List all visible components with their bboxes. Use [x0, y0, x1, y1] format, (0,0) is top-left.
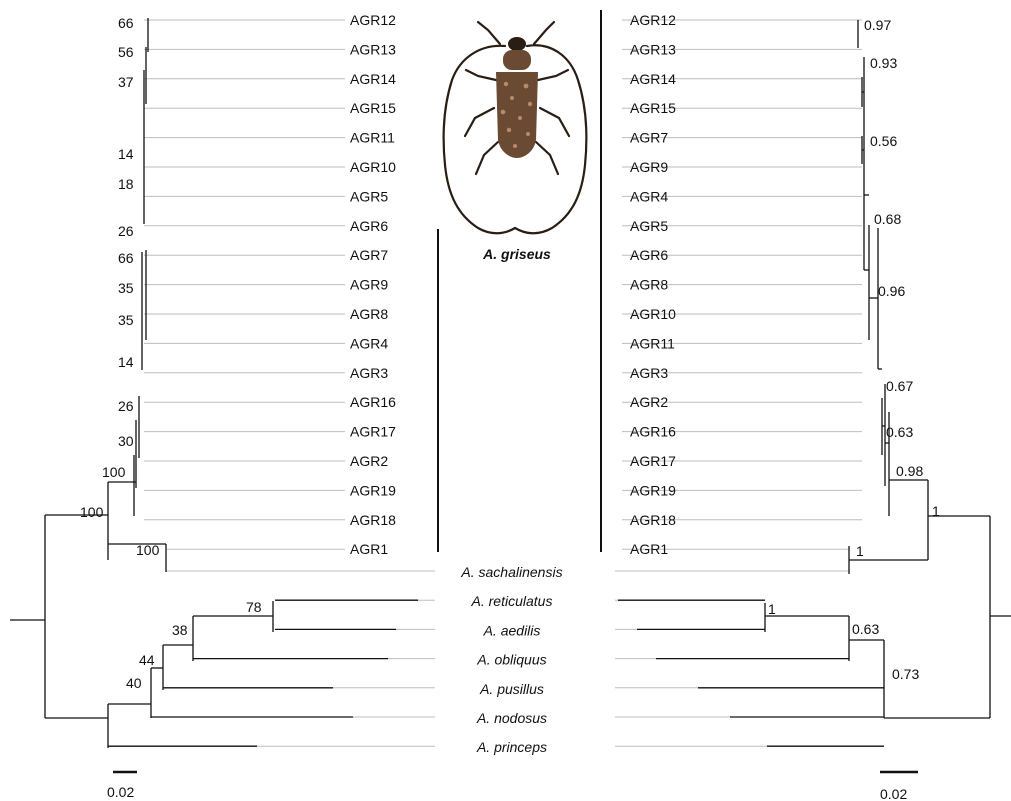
right-taxon-label: AGR19 [630, 482, 676, 498]
left-taxon-label: AGR1 [350, 541, 388, 557]
left-support-value: 37 [118, 74, 134, 90]
left-taxon-label: AGR2 [350, 453, 388, 469]
left-taxon-label: AGR7 [350, 247, 388, 263]
left-taxon-label: AGR17 [350, 424, 396, 440]
outgroup-species-label: A. sachalinensis [460, 564, 562, 580]
left-taxon-label: AGR16 [350, 394, 396, 410]
left-taxon-label: AGR3 [350, 365, 388, 381]
outgroup-species-label: A. aedilis [483, 622, 541, 638]
right-taxon-label: AGR10 [630, 306, 676, 322]
right-taxon-label: AGR1 [630, 541, 668, 557]
left-support-value: 56 [118, 44, 134, 60]
left-support-value: 100 [136, 542, 160, 558]
left-taxon-label: AGR11 [350, 130, 395, 146]
right-taxon-label: AGR5 [630, 218, 668, 234]
left-taxon-label: AGR19 [350, 482, 396, 498]
left-support-value: 100 [102, 464, 126, 480]
right-support-value: 0.68 [874, 211, 901, 227]
left-taxon-label: AGR15 [350, 100, 396, 116]
right-taxon-label: AGR14 [630, 71, 676, 87]
right-taxon-label: AGR6 [630, 247, 668, 263]
right-taxon-label: AGR18 [630, 512, 676, 528]
right-support-value: 0.73 [892, 666, 919, 682]
left-support-value: 40 [126, 675, 142, 691]
left-support-value: 66 [118, 15, 134, 31]
left-support-value: 35 [118, 280, 134, 296]
right-support-value: 0.98 [896, 463, 923, 479]
right-taxon-label: AGR15 [630, 100, 676, 116]
right-support-value: 0.96 [878, 283, 905, 299]
outgroup-species-label: A. pusillus [479, 681, 544, 697]
left-support-value: 35 [118, 312, 134, 328]
left-taxon-label: AGR12 [350, 12, 396, 28]
right-taxon-label: AGR3 [630, 365, 668, 381]
left-support-value: 78 [246, 599, 262, 615]
left-scale-label: 0.02 [107, 784, 134, 800]
right-taxon-label: AGR12 [630, 12, 676, 28]
left-support-value: 100 [80, 504, 104, 520]
right-taxon-label: AGR2 [630, 394, 668, 410]
left-support-value: 26 [118, 398, 134, 414]
right-support-value: 0.67 [886, 378, 913, 394]
left-taxon-label: AGR18 [350, 512, 396, 528]
right-support-value: 0.93 [870, 55, 897, 71]
left-taxon-label: AGR8 [350, 306, 388, 322]
outgroup-species-label: A. princeps [476, 739, 547, 755]
right-support-value: 0.63 [852, 621, 879, 637]
left-support-value: 30 [118, 433, 134, 449]
left-taxon-label: AGR5 [350, 188, 388, 204]
right-taxon-label: AGR13 [630, 41, 676, 57]
right-taxon-label: AGR9 [630, 159, 668, 175]
right-taxon-label: AGR7 [630, 130, 668, 146]
left-support-value: 18 [118, 176, 134, 192]
right-support-value: 0.56 [870, 133, 897, 149]
left-support-value: 38 [172, 622, 188, 638]
left-support-value: 14 [118, 146, 134, 162]
outgroup-species-label: A. nodosus [476, 710, 547, 726]
right-taxon-label: AGR4 [630, 188, 668, 204]
left-support-value: 66 [118, 250, 134, 266]
right-taxon-label: AGR8 [630, 277, 668, 293]
left-taxon-label: AGR9 [350, 277, 388, 293]
right-taxon-label: AGR11 [630, 335, 675, 351]
taxon-caption: A. griseus [482, 246, 551, 262]
outgroup-species-label: A. obliquus [476, 652, 546, 668]
right-support-value: 1 [768, 601, 776, 617]
right-scale-label: 0.02 [880, 786, 907, 801]
beetle-illustration [444, 22, 587, 233]
right-support-value: 0.63 [886, 424, 913, 440]
outgroup-species-label: A. reticulatus [471, 593, 553, 609]
left-support-value: 14 [118, 354, 134, 370]
left-taxon-label: AGR10 [350, 159, 396, 175]
left-taxon-label: AGR14 [350, 71, 396, 87]
right-taxon-label: AGR16 [630, 424, 676, 440]
right-support-value: 1 [932, 503, 940, 519]
left-taxon-label: AGR13 [350, 41, 396, 57]
left-support-value: 44 [139, 652, 155, 668]
left-support-value: 26 [118, 223, 134, 239]
right-support-value: 0.97 [864, 17, 891, 33]
left-taxon-label: AGR4 [350, 335, 388, 351]
right-taxon-label: AGR17 [630, 453, 676, 469]
right-support-value: 1 [856, 543, 864, 559]
left-taxon-label: AGR6 [350, 218, 388, 234]
